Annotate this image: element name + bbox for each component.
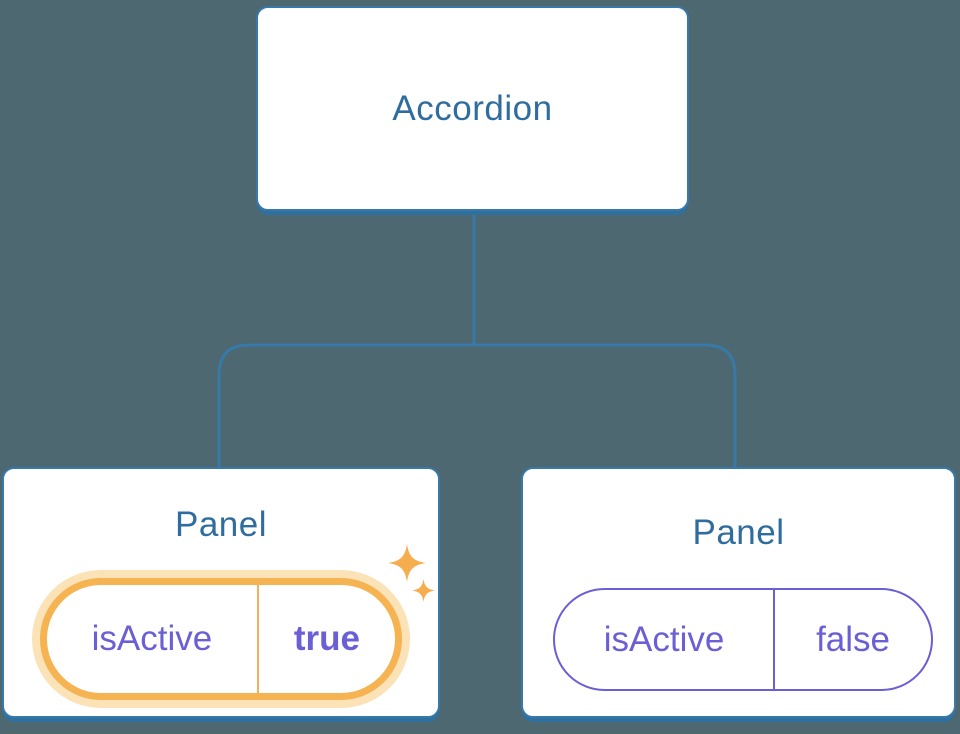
panel-node-active: Panel isActive true xyxy=(2,467,440,718)
panel-node-label: Panel xyxy=(692,513,785,552)
state-name: isActive xyxy=(603,619,725,659)
panel-node-inactive: Panel isActive false xyxy=(521,467,956,718)
state-pill-active: isActive true xyxy=(40,578,402,700)
state-pill-inactive: isActive false xyxy=(553,588,933,691)
state-value: true xyxy=(256,585,395,693)
accordion-node-label: Accordion xyxy=(392,88,553,128)
state-value: false xyxy=(773,590,931,689)
panel-node-label: Panel xyxy=(174,505,268,544)
state-name: isActive xyxy=(91,619,213,658)
accordion-node: Accordion xyxy=(256,6,689,211)
